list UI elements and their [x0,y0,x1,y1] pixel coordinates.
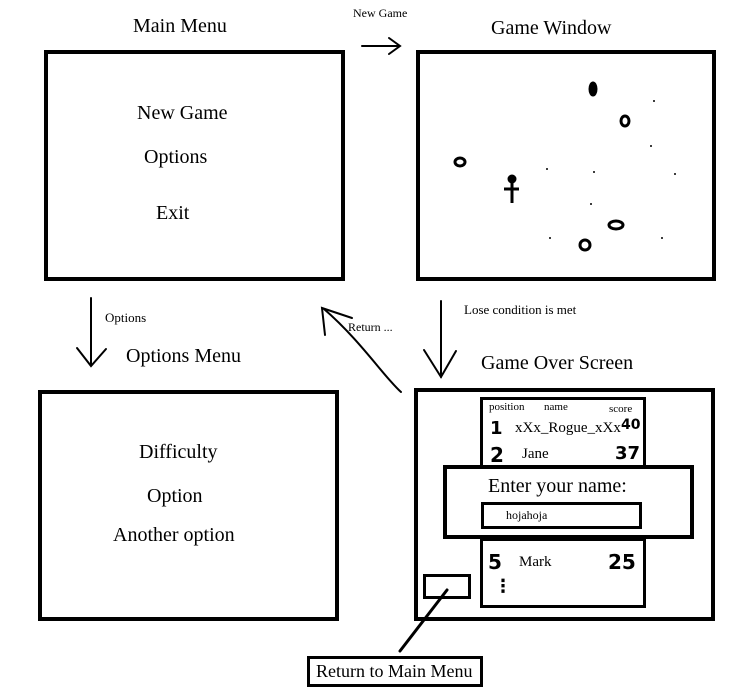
name-entry-prompt: Enter your name: [488,475,627,497]
game-window-screen [416,50,716,281]
player-name-5: Mark [519,554,552,570]
new-game-menu-item[interactable]: New Game [137,102,228,124]
new-game-arrow [361,37,402,55]
name-input-value: hojahoja [506,508,548,522]
name-input[interactable] [481,502,642,529]
score-header: score [609,403,633,415]
main-menu-screen [44,50,345,281]
name-header: name [544,401,568,413]
scoreboard-bottom-panel [480,538,646,608]
lose-condition-arrow [423,300,457,379]
difficulty-menu-item[interactable]: Difficulty [139,441,218,463]
more-rows-ellipsis: ⋮ [494,576,512,597]
return-to-main-menu-button[interactable] [307,656,483,687]
player-name-2: Jane [522,446,549,462]
options-menu-title: Options Menu [126,345,241,367]
rank-1: 1 [490,418,503,439]
scoreboard-top-panel [480,397,646,469]
player-name-1: xXx_Rogue_xXx [515,420,621,436]
return-button-small[interactable] [423,574,471,599]
score-1: 40 [621,417,641,433]
options-arrow [76,297,107,368]
options-transition-label: Options [105,310,147,325]
return-transition-label: Return ... [348,320,393,334]
game-window-title: Game Window [491,17,612,39]
option-menu-item[interactable]: Option [147,485,203,507]
exit-menu-item[interactable]: Exit [156,202,190,224]
score-2: 37 [615,443,641,464]
lose-transition-label: Lose condition is met [464,302,577,317]
score-5: 25 [608,550,636,574]
another-option-menu-item[interactable]: Another option [113,524,235,546]
return-to-main-menu-label: Return to Main Menu [316,661,473,681]
position-header: position [489,401,525,413]
rank-5: 5 [488,550,502,574]
options-menu-screen [38,390,339,621]
options-menu-item[interactable]: Options [144,146,208,168]
rank-2: 2 [490,443,504,467]
main-menu-title: Main Menu [133,15,227,37]
new-game-transition-label: New Game [353,6,408,20]
game-over-title: Game Over Screen [481,352,634,374]
